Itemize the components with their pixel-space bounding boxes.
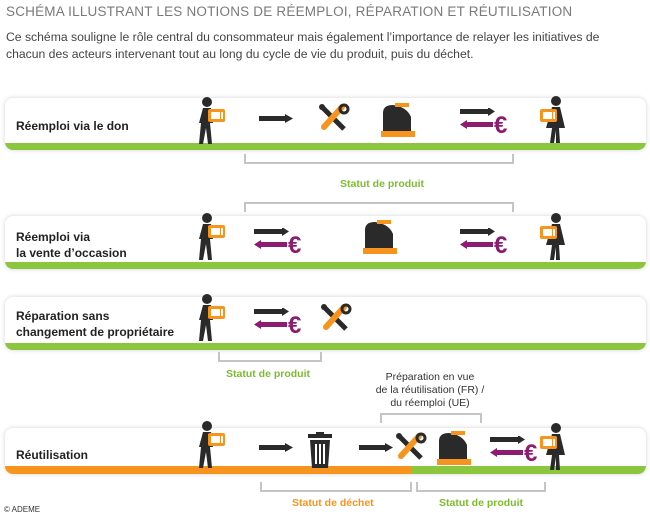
- tools-icon: [320, 303, 352, 335]
- person-carrying-microwave-icon: [199, 97, 225, 144]
- shop-icon: [437, 431, 471, 465]
- exchange-euro-icon: [460, 108, 508, 136]
- status-produit-label: Statut de produit: [439, 497, 523, 509]
- trash-bin-icon: [308, 432, 332, 468]
- produit-bracket: [244, 202, 514, 212]
- product-bar: [411, 466, 646, 474]
- tools-icon: [395, 432, 427, 464]
- intro-text: Ce schéma souligne le rôle central du co…: [6, 30, 600, 61]
- product-bar: [5, 143, 646, 150]
- row-label: Réemploi via le don: [16, 119, 129, 133]
- person-woman-icon: [540, 96, 565, 143]
- dechet-bracket: [260, 482, 412, 492]
- preparation-bracket: [380, 413, 482, 423]
- person-woman-icon: [540, 213, 565, 260]
- person-woman-icon: [540, 423, 565, 470]
- status-produit-label: Statut de produit: [340, 178, 424, 190]
- exchange-euro-icon: [254, 308, 302, 336]
- product-bar: [5, 343, 646, 350]
- copyright: © ADEME: [4, 505, 41, 514]
- exchange-euro-icon: [460, 228, 508, 256]
- produit-bracket: [416, 482, 546, 492]
- person-carrying-microwave-icon: [199, 294, 225, 341]
- shop-icon: [381, 103, 415, 137]
- row-label: Réutilisation: [16, 448, 89, 462]
- page-title: SCHÉMA ILLUSTRANT LES NOTIONS DE RÉEMPLO…: [6, 4, 573, 19]
- arrow-right-icon: [359, 443, 393, 452]
- shop-icon: [363, 220, 397, 254]
- waste-bar: [5, 466, 411, 474]
- row-reemploi-don: Réemploi via le don: [5, 98, 646, 150]
- produit-bracket: [218, 352, 322, 362]
- exchange-euro-icon: [490, 436, 538, 464]
- arrow-right-icon: [259, 114, 293, 123]
- product-bar: [5, 262, 646, 269]
- exchange-euro-icon: [254, 228, 302, 256]
- tools-icon: [318, 103, 350, 135]
- person-carrying-microwave-icon: [199, 213, 225, 260]
- status-produit-label: Statut de produit: [226, 368, 310, 380]
- status-dechet-label: Statut de déchet: [292, 497, 374, 509]
- arrow-right-icon: [259, 443, 293, 452]
- produit-bracket: [244, 154, 514, 164]
- person-carrying-microwave-icon: [199, 421, 225, 468]
